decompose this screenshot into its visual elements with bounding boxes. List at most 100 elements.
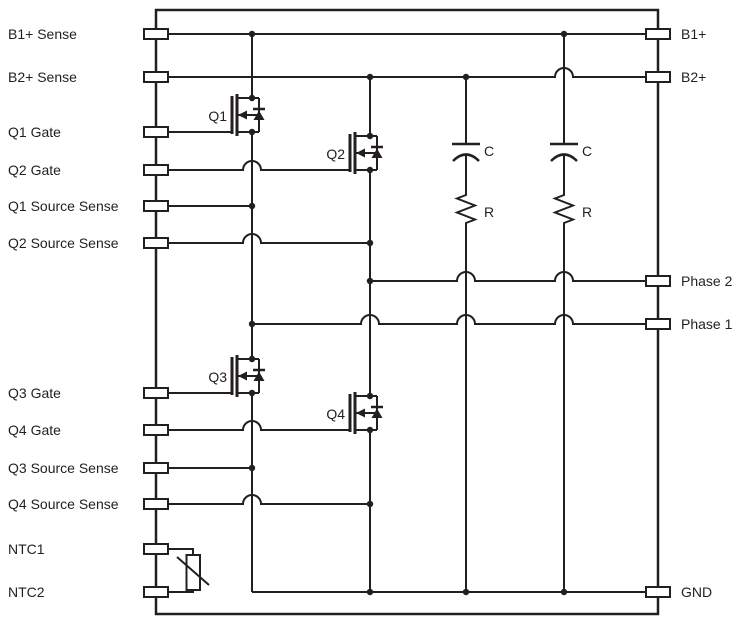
pin-phase1 (645, 318, 671, 330)
q4-ref-label: Q4 (326, 406, 345, 422)
q1-arrow-icon (238, 110, 247, 120)
junction-dot (366, 392, 374, 400)
left-pin-pads (143, 28, 169, 598)
junction-dot (248, 94, 256, 102)
thermistor-symbol (176, 554, 210, 591)
pin-label-q4-gate: Q4 Gate (8, 422, 61, 438)
junction-dot (248, 202, 256, 210)
right-pin-labels: B1+ B2+ Phase 2 Phase 1 GND (681, 26, 733, 600)
mosfet-q2-symbol: Q2 (326, 132, 383, 174)
pin-label-b2-plus-sense: B2+ Sense (8, 69, 77, 85)
pin-q1-gate (143, 126, 169, 138)
junction-dot (462, 73, 470, 81)
pin-label-b1-plus-sense: B1+ Sense (8, 26, 77, 42)
pin-label-q2-gate: Q2 Gate (8, 162, 61, 178)
junction-dot (248, 389, 256, 397)
junction-dot (248, 320, 256, 328)
junction-dot (248, 128, 256, 136)
pin-q1-source-sense (143, 200, 169, 212)
q2-diode-triangle (371, 148, 383, 158)
junction-dot (248, 355, 256, 363)
res1-ref-label: R (484, 204, 494, 220)
junction-dot (366, 588, 374, 596)
pin-label-ntc1: NTC1 (8, 541, 45, 557)
junction-dots (248, 30, 568, 596)
junction-dot (248, 30, 256, 38)
pin-label-ntc2: NTC2 (8, 584, 45, 600)
q3-arrow-icon (238, 371, 247, 381)
pin-label-q2-source-sense: Q2 Source Sense (8, 235, 119, 251)
capacitor-2-symbol: C (550, 142, 592, 162)
pin-label-phase2: Phase 2 (681, 273, 733, 289)
junction-dot (366, 132, 374, 140)
cap2-curved-plate (550, 153, 578, 162)
junction-dot (462, 588, 470, 596)
mosfet-q3-symbol: Q3 (208, 355, 265, 397)
net-q4-gate (168, 420, 350, 431)
pin-gnd (645, 586, 671, 598)
junction-dot (560, 30, 568, 38)
pin-label-q3-source-sense: Q3 Source Sense (8, 460, 119, 476)
pin-ntc1 (143, 543, 169, 555)
pin-q4-source-sense (143, 498, 169, 510)
net-q2-source-sense (168, 233, 370, 244)
junction-dot (366, 166, 374, 174)
q3-diode-triangle (253, 371, 265, 381)
module-outline (154, 8, 660, 616)
pin-label-q1-source-sense: Q1 Source Sense (8, 198, 119, 214)
left-pin-labels: B1+ Sense B2+ Sense Q1 Gate Q2 Gate Q1 S… (8, 26, 119, 600)
pin-b2-plus (645, 71, 671, 83)
pin-label-b1-plus: B1+ (681, 26, 706, 42)
res1-zigzag (454, 192, 478, 226)
resistor-2-symbol: R (552, 192, 592, 226)
junction-dot (366, 426, 374, 434)
pin-q2-gate (143, 164, 169, 176)
cap2-ref-label: C (582, 143, 592, 159)
res2-ref-label: R (582, 204, 592, 220)
cap1-ref-label: C (484, 143, 494, 159)
q2-ref-label: Q2 (326, 146, 345, 162)
nets (168, 33, 646, 593)
q2-arrow-icon (356, 148, 365, 158)
junction-dot (366, 73, 374, 81)
pin-q4-gate (143, 424, 169, 436)
pin-label-q3-gate: Q3 Gate (8, 385, 61, 401)
q4-arrow-icon (356, 408, 365, 418)
net-ntc1 (168, 548, 194, 555)
capacitor-1-symbol: C (452, 142, 494, 162)
net-q4-source-sense (168, 494, 370, 505)
net-b2 (168, 67, 646, 78)
right-pin-pads (645, 28, 671, 598)
q3-ref-label: Q3 (208, 369, 227, 385)
pin-label-gnd: GND (681, 584, 712, 600)
junction-dot (248, 464, 256, 472)
junction-dot (366, 277, 374, 285)
q1-ref-label: Q1 (208, 108, 227, 124)
pin-q3-gate (143, 387, 169, 399)
pin-b1-plus-sense (143, 28, 169, 40)
pin-ntc2 (143, 586, 169, 598)
pin-label-b2-plus: B2+ (681, 69, 706, 85)
pin-b2-plus-sense (143, 71, 169, 83)
pin-b1-plus (645, 28, 671, 40)
mosfet-q1-symbol: Q1 (208, 94, 265, 136)
pin-label-phase1: Phase 1 (681, 316, 733, 332)
pin-phase2 (645, 275, 671, 287)
net-phase1 (252, 314, 646, 325)
resistor-1-symbol: R (454, 192, 494, 226)
mosfet-q4-symbol: Q4 (326, 392, 383, 434)
net-q2-gate (168, 160, 350, 171)
res2-zigzag (552, 192, 576, 226)
pin-label-q4-source-sense: Q4 Source Sense (8, 496, 119, 512)
q1-diode-triangle (253, 110, 265, 120)
pin-q2-source-sense (143, 237, 169, 249)
pin-label-q1-gate: Q1 Gate (8, 124, 61, 140)
thermistor-diagonal (176, 556, 210, 586)
cap1-curved-plate (452, 153, 480, 162)
pin-q3-source-sense (143, 462, 169, 474)
junction-dot (366, 500, 374, 508)
net-phase2 (370, 271, 646, 282)
junction-dot (366, 239, 374, 247)
